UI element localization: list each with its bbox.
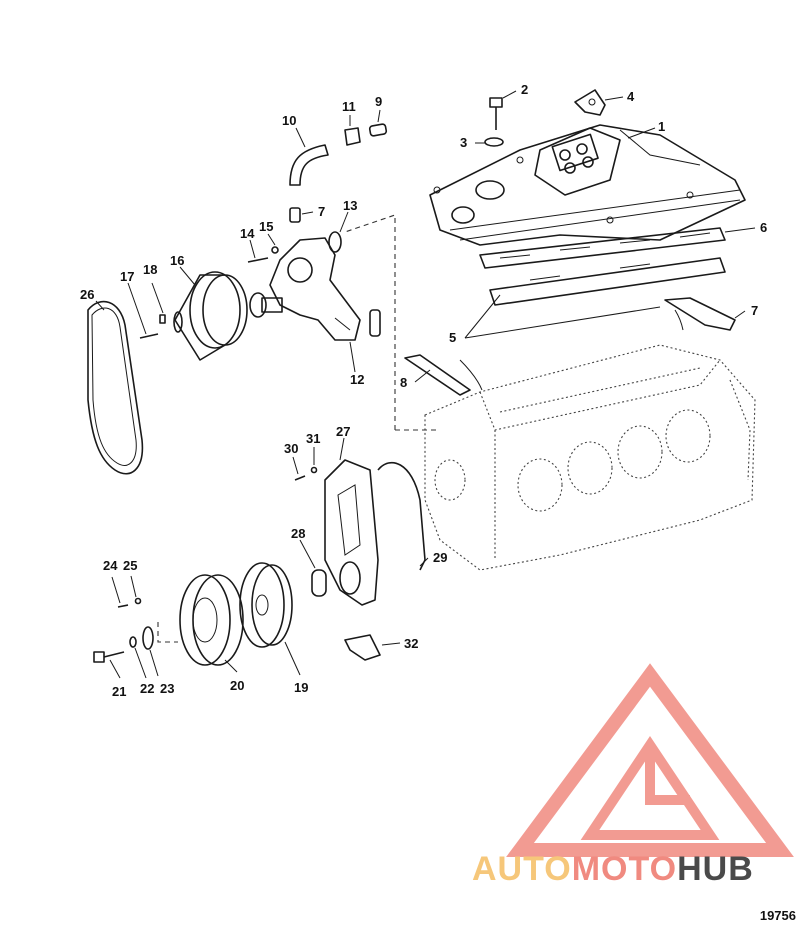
- watermark-hub: HUB: [677, 850, 754, 888]
- pulley-washer-small: [134, 597, 142, 605]
- cover-bolt: [294, 475, 306, 481]
- flat-washer: [484, 137, 504, 147]
- balancer-bolt: [93, 651, 125, 663]
- pump-stud: [328, 231, 342, 253]
- callout-24: 24: [103, 558, 118, 573]
- callout-17: 17: [120, 269, 134, 284]
- leader-lines: [95, 90, 756, 679]
- callout-6: 6: [760, 220, 767, 235]
- callout-26: 26: [80, 287, 94, 302]
- watermark-text: AUTOMOTOHUB: [472, 850, 754, 888]
- callout-8: 8: [400, 375, 407, 390]
- callout-31: 31: [306, 431, 320, 446]
- callout-2: 2: [521, 82, 528, 97]
- callout-28: 28: [291, 526, 305, 541]
- callout-16: 16: [170, 253, 184, 268]
- callout-9: 9: [375, 94, 382, 109]
- callout-14: 14: [240, 226, 255, 241]
- timing-cover-gasket: [377, 461, 426, 571]
- callout-30: 30: [284, 441, 298, 456]
- watermark-auto: AUTO: [472, 850, 572, 888]
- pipe-plug: [368, 123, 388, 137]
- intake-manifold: [429, 124, 746, 246]
- front-seal-strip: [404, 354, 471, 396]
- harmonic-balancer: [239, 562, 293, 648]
- timing-cover: [324, 459, 379, 606]
- water-pump: [249, 237, 361, 341]
- balancer-washer: [142, 626, 154, 650]
- callout-25: 25: [123, 558, 137, 573]
- water-pump-pulley: [173, 271, 248, 361]
- hose-fitting: [344, 127, 361, 146]
- crankshaft-pulley: [179, 574, 244, 666]
- callout-27: 27: [336, 424, 350, 439]
- lifting-bracket: [574, 89, 606, 116]
- watermark-logo: [506, 663, 794, 857]
- callout-22: 22: [140, 681, 154, 696]
- callout-5: 5: [449, 330, 456, 345]
- callout-15: 15: [259, 219, 273, 234]
- callout-29: 29: [433, 550, 447, 565]
- intake-gaskets: [479, 227, 726, 306]
- callout-18: 18: [143, 262, 157, 277]
- pulley-bolt-small: [117, 604, 129, 608]
- callout-12: 12: [350, 372, 364, 387]
- callout-3: 3: [460, 135, 467, 150]
- pump-gasket: [369, 309, 381, 337]
- callout-7-top: 7: [318, 204, 325, 219]
- drive-belt: [87, 300, 144, 475]
- cover-washer: [310, 466, 318, 474]
- timing-pointer: [344, 634, 381, 661]
- callout-4: 4: [627, 89, 635, 104]
- crankshaft-seal: [311, 569, 327, 597]
- callout-21: 21: [112, 684, 126, 699]
- callout-32: 32: [404, 636, 418, 651]
- pulley-lockwasher: [159, 314, 166, 324]
- callout-19: 19: [294, 680, 308, 695]
- callout-23: 23: [160, 681, 174, 696]
- engine-block: [424, 344, 756, 571]
- callout-11: 11: [342, 99, 356, 114]
- callout-7-right: 7: [751, 303, 758, 318]
- rear-seal-strip: [664, 297, 736, 331]
- manifold-bolt: [489, 97, 503, 130]
- callout-13: 13: [343, 198, 357, 213]
- pulley-bolt: [139, 333, 159, 339]
- callout-20: 20: [230, 678, 244, 693]
- pump-bolt: [247, 257, 269, 263]
- pump-dowel: [289, 207, 301, 223]
- pump-washer: [271, 246, 279, 254]
- callout-10: 10: [282, 113, 296, 128]
- figure-number: 19756: [759, 908, 796, 923]
- callout-1: 1: [658, 119, 665, 134]
- bypass-hose: [289, 144, 329, 186]
- watermark-moto: MOTO: [572, 850, 677, 888]
- bolt-washer: [129, 636, 137, 648]
